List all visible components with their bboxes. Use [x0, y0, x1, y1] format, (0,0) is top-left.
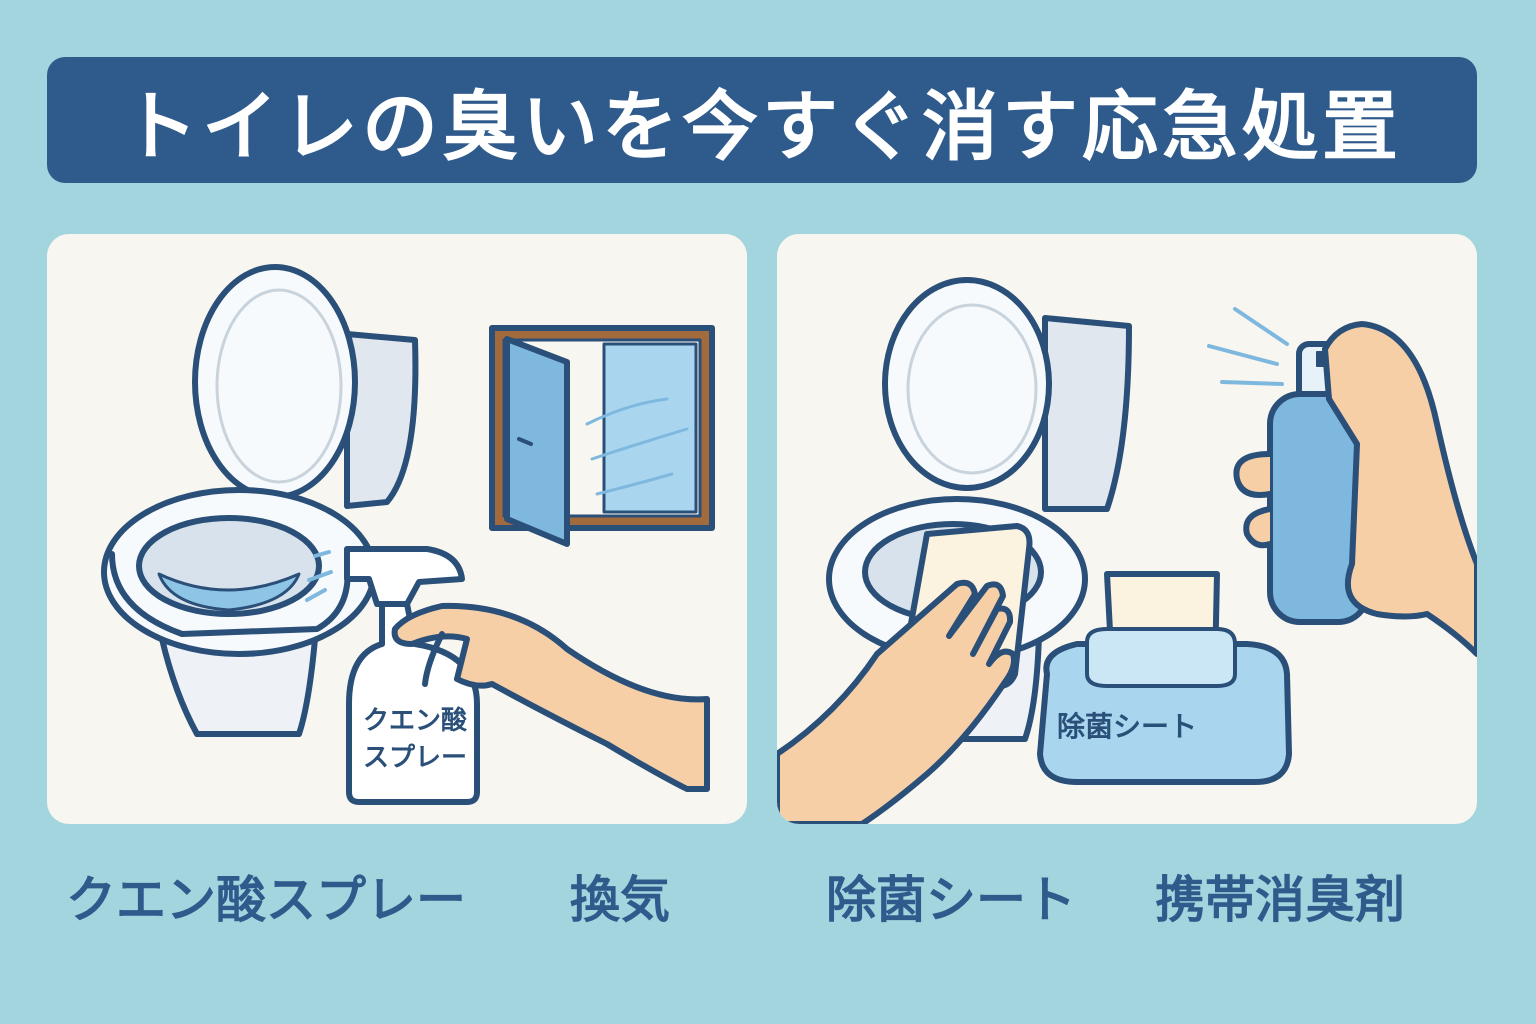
spray-bottle-label-line1: クエン酸	[363, 706, 468, 736]
spray-bottle-label-line2: スプレー	[363, 743, 467, 773]
caption-ventilation: 換気	[570, 871, 670, 929]
toilet-tank	[344, 331, 419, 509]
toilet-base	[159, 636, 318, 737]
toilet-lid	[192, 264, 358, 500]
wipes-package-label: 除菌シート	[1057, 710, 1197, 743]
toilet-tank	[1042, 315, 1132, 512]
caption-disinfectant-wipes: 除菌シート	[826, 871, 1076, 929]
toilet-spray-window-illustration: クエン酸 スプレー	[101, 264, 715, 805]
caption-portable-deodorizer: 携帯消臭剤	[1155, 871, 1405, 929]
spray-trigger-head	[344, 546, 465, 607]
toilet-wipes-spray-illustration: 除菌シート	[777, 277, 1477, 824]
page-title: トイレの臭いを今すぐ消す応急処置	[122, 82, 1402, 171]
hand-holding-spray	[391, 602, 710, 792]
title-banner: トイレの臭いを今すぐ消す応急処置	[47, 57, 1477, 183]
window-open-pane	[504, 336, 570, 547]
caption-citric-spray: クエン酸スプレー	[66, 871, 466, 929]
hand-holding-spray-can	[1322, 321, 1477, 657]
panel-citric-spray-ventilation: クエン酸 スプレー	[47, 234, 747, 824]
panel-wipes-deodorizer: 除菌シート	[777, 234, 1477, 824]
hand-wiping	[777, 579, 1017, 824]
